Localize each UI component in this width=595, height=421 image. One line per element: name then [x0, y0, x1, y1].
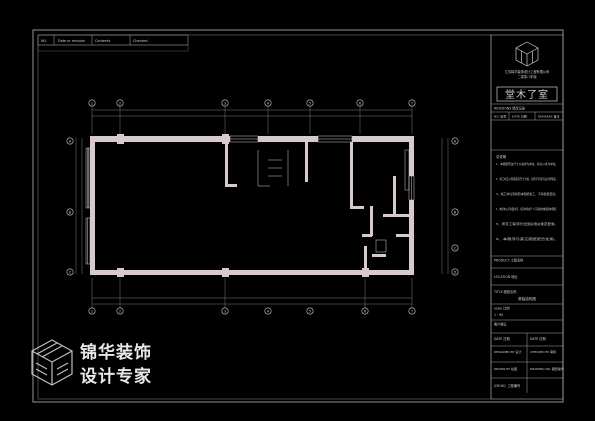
grid-labels-bottom: 1 2 3 4 5 6 7: [91, 309, 413, 313]
grid-label-left-b: B: [69, 210, 72, 214]
location-label: LOCATION 地址: [494, 274, 518, 279]
drawing-no-label: DRAWING NO. 图纸编号: [530, 366, 564, 371]
stair-marks: [257, 150, 387, 253]
rev-header-checked: Checked: [133, 39, 148, 43]
watermark-line1: 锦华装饰: [80, 342, 152, 363]
windows: [85, 135, 415, 265]
grid-label-bottom-2: 2: [119, 309, 121, 313]
grid-bubbles-bottom: [88, 307, 416, 315]
note-3: 3、施工单位须按照本图纸施工，不得擅自更改。: [496, 192, 558, 196]
grid-labels-left: A B C: [69, 139, 72, 274]
grid-label-bottom-4: 4: [267, 309, 270, 313]
scale-label: scale 比例: [494, 306, 510, 311]
grid-label-bottom-7: 7: [411, 309, 413, 313]
grid-bubbles-right: [451, 137, 459, 276]
brand-logo-text: 堂木了室: [505, 88, 549, 101]
job-no-label: JOB NO. 工程编号: [493, 383, 520, 388]
revision-table: NO. Date or revision Contents Checked: [37, 34, 189, 52]
grid-labels-top: 1 2 3 4 5 6 7: [91, 101, 413, 105]
company-logo-icon: [515, 41, 539, 67]
grid-label-top-7: 7: [411, 101, 413, 105]
grid-label-bottom-6: 6: [364, 309, 367, 313]
note-6: 6、本图须与其它图纸配合使用。: [496, 237, 558, 241]
note-2: 2、施工时应以现场实际尺寸为准，如有不符请与设计师联系。: [496, 177, 558, 181]
grid-label-right-a: A: [454, 139, 457, 143]
title-block: 江苏锦华装饰设计工程有限公司 二零零八年版 堂木了室 REVISIONS 修改记…: [490, 34, 564, 400]
scale-value: 1 : 90: [494, 313, 503, 317]
watermark: 锦华装饰 设计专家: [31, 339, 152, 387]
grid-label-top-1: 1: [91, 101, 93, 105]
grid-label-right-d: D: [454, 270, 457, 274]
dimension-lines: [75, 106, 449, 308]
grid-label-bottom-1: 1: [91, 309, 93, 313]
grid-label-top-3: 3: [224, 101, 226, 105]
rev-col-no: NO. 编号: [494, 114, 506, 119]
note-4: 4、未经本公司书面许可，任何单位和个人不得复制或使用本图纸。: [496, 207, 558, 211]
grid-label-bottom-5: 5: [309, 309, 311, 313]
drawn-by-label: DRAWN BY 绘图: [494, 366, 517, 371]
grid-label-right-b: B: [454, 210, 457, 214]
grid-label-top-5: 5: [309, 101, 311, 105]
date-label: DATE 日期: [494, 336, 510, 341]
walls: [90, 134, 414, 277]
company-name: 江苏锦华装饰设计工程有限公司: [505, 69, 550, 74]
grid-bubbles-top: [88, 99, 416, 107]
rev-col-remarks: REMARKS 备注: [538, 114, 560, 119]
grid-label-top-2: 2: [119, 101, 121, 105]
general-notes: 1、本图纸所注尺寸以毫米为单位，标高以米为单位。 2、施工时应以现场实际尺寸为准…: [496, 162, 558, 241]
note-1: 1、本图纸所注尺寸以毫米为单位，标高以米为单位。: [496, 162, 558, 166]
brand-logo-box: [496, 86, 558, 102]
client-confirm-label: 客户确认: [494, 322, 508, 327]
rev-header-no: NO.: [41, 39, 47, 43]
rev-header-date: Date or revision: [58, 39, 85, 43]
grid-bubbles-left: [66, 137, 74, 276]
general-notes-title: 总说明: [496, 154, 507, 159]
checked-by-label: CHECKED BY 审核: [530, 349, 556, 354]
title-label: TITLE 图纸名称: [493, 289, 517, 294]
revisions-label: REVISIONS 修改记录: [494, 106, 526, 111]
grid-label-left-c: C: [69, 270, 72, 274]
drawing-title: 原始结构图: [518, 296, 536, 301]
product-label: PRODUCT 工程名称: [494, 258, 524, 263]
note-5: 5、所有工程须符合国家相关规范要求。: [496, 222, 558, 226]
date-label-2: DATE 日期: [530, 336, 546, 341]
watermark-cube-icon: [31, 339, 73, 386]
rev-header-contents: Contents: [95, 39, 110, 43]
grid-label-right-c: C: [454, 246, 457, 250]
grid-label-left-a: A: [69, 139, 72, 143]
designed-by-label: DESIGNED BY 设计: [494, 349, 521, 354]
watermark-line2: 设计专家: [80, 366, 152, 387]
grid-label-bottom-3: 3: [224, 309, 226, 313]
floor-plan: 1 2 3 4 5 6 7 1 2 3 4 5 6 7 A: [66, 99, 459, 315]
rev-col-date: DATE 日期: [512, 114, 527, 119]
grid-labels-right: A B C D: [454, 139, 457, 274]
grid-label-top-4: 4: [267, 101, 270, 105]
grid-label-top-6: 6: [359, 101, 362, 105]
company-edition: 二零零八年版: [517, 74, 537, 79]
